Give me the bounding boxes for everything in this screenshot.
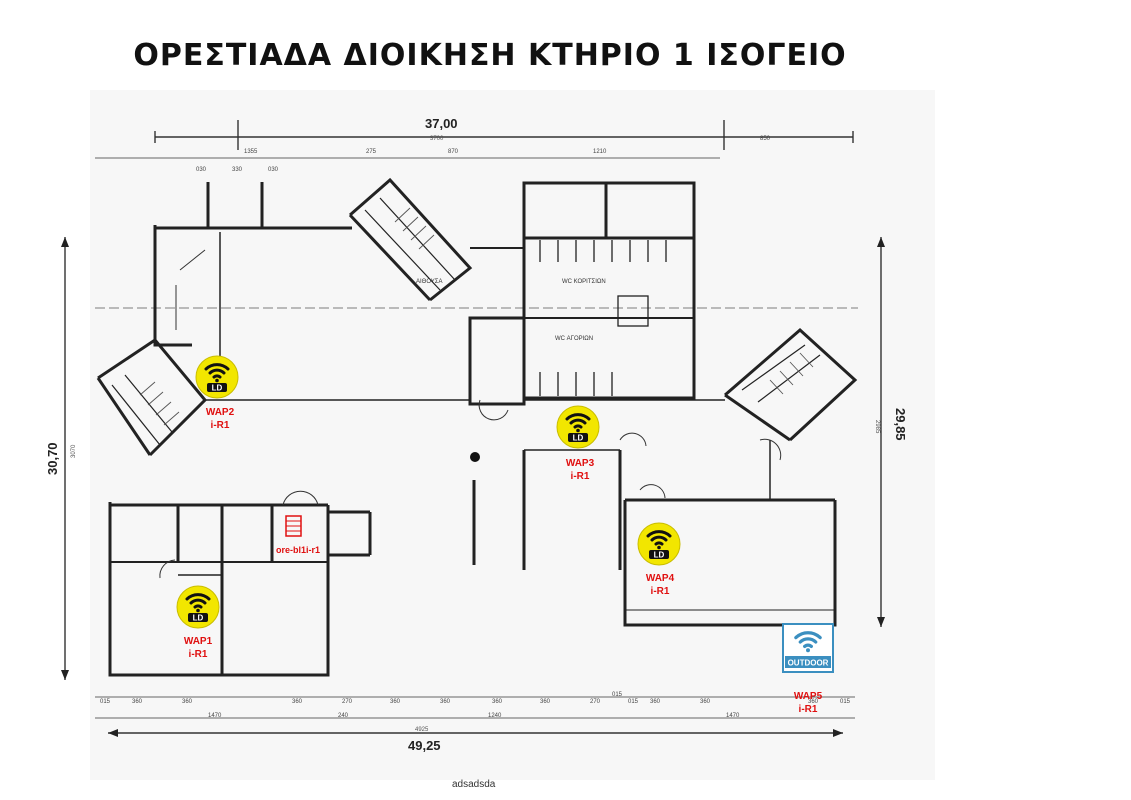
column-marker	[470, 452, 480, 462]
wap4-label: WAP4 i-R1	[640, 572, 680, 598]
wap4-badge[interactable]: LD	[637, 522, 681, 566]
wap1-badge[interactable]: LD	[176, 585, 220, 629]
dimension-lines	[64, 120, 882, 734]
bottom-total-dimension: 49,25	[408, 738, 441, 753]
top-segment: 850	[760, 136, 771, 142]
bottom-segment: 015	[628, 699, 639, 705]
bottom-segment: 360	[132, 699, 143, 705]
bottom-sub-segment: 240	[338, 713, 349, 719]
wap5-name: WAP5	[793, 691, 823, 702]
top-small-segment: 030	[268, 167, 279, 173]
bottom-segment: 360	[700, 699, 711, 705]
wap2-sub: i-R1	[210, 420, 230, 431]
wap4-sub: i-R1	[650, 586, 670, 597]
wap4-badge-text: LD	[654, 551, 665, 560]
plan-title: ΟΡΕΣΤΙΑΔΑ ΔΙΟΙΚΗΣΗ ΚΤΗΡΙΟ 1 ΙΣΟΓΕΙΟ	[133, 38, 847, 73]
walls	[96, 177, 858, 677]
left-total-dimension: 30,70	[45, 442, 60, 475]
wap1-sub: i-R1	[188, 649, 208, 660]
bottom-segment: 360	[808, 699, 819, 705]
top-segment: 870	[448, 149, 459, 155]
wap1-label: WAP1 i-R1	[178, 635, 218, 661]
wc-boys-label: WC ΑΓΟΡΙΩΝ	[555, 336, 593, 342]
wap5-badge-text: OUTDOOR	[788, 659, 829, 668]
wap2-badge-text: LD	[212, 384, 223, 393]
wap2-badge[interactable]: LD	[195, 355, 239, 399]
wap5-outdoor-badge[interactable]: OUTDOOR	[782, 623, 834, 673]
wap1-name: WAP1	[183, 636, 213, 647]
bottom-segment: 360	[440, 699, 451, 705]
top-segment: 1210	[593, 149, 607, 155]
top-total-dimension: 37,00	[425, 116, 458, 131]
bottom-segment: 360	[650, 699, 661, 705]
bottom-sub-segment: 1470	[208, 713, 222, 719]
top-small-segment: 330	[232, 167, 243, 173]
wap5-sub: i-R1	[798, 704, 818, 715]
bottom-segment: 360	[292, 699, 303, 705]
bottom-segment: 360	[492, 699, 503, 705]
rack-label: ore-bl1i-r1	[276, 545, 320, 555]
top-small-segment: 030	[196, 167, 207, 173]
bottom-segment: 270	[590, 699, 601, 705]
bottom-sub-segment: 1470	[726, 713, 740, 719]
bottom-segment: 270	[342, 699, 353, 705]
bottom-segment: 360	[390, 699, 401, 705]
bottom-segment: 015	[612, 692, 623, 698]
wap3-badge[interactable]: LD	[556, 405, 600, 449]
wap2-name: WAP2	[205, 407, 235, 418]
left-sub-dimension: 3070	[71, 444, 77, 458]
right-sub-dimension: 2985	[874, 420, 880, 434]
wc-girls-label: WC ΚΟΡΙΤΣΙΩΝ	[562, 279, 606, 285]
bottom-sub-dimension: 4925	[415, 727, 429, 733]
bottom-sub-segment: 1240	[488, 713, 502, 719]
right-total-dimension: 29,85	[893, 408, 908, 441]
bottom-segment: 360	[540, 699, 551, 705]
wap1-badge-text: LD	[193, 614, 204, 623]
lobby-label: ΑΙΘΟΥΣΑ	[416, 279, 443, 285]
top-sub-dimension: 3700	[430, 136, 444, 142]
wap3-name: WAP3	[565, 458, 595, 469]
wap5-label: WAP5 i-R1	[788, 690, 828, 716]
wap2-label: WAP2 i-R1	[200, 406, 240, 432]
bottom-segment: 015	[840, 699, 851, 705]
wap3-label: WAP3 i-R1	[560, 457, 600, 483]
top-segment: 275	[366, 149, 377, 155]
bottom-segment: 015	[100, 699, 111, 705]
wap3-sub: i-R1	[570, 471, 590, 482]
wap3-badge-text: LD	[573, 434, 584, 443]
wap4-name: WAP4	[645, 573, 675, 584]
top-segment: 1355	[244, 149, 258, 155]
bottom-segment: 360	[182, 699, 193, 705]
footer-text: adsadsda	[452, 779, 496, 790]
network-rack-icon[interactable]	[285, 515, 302, 537]
